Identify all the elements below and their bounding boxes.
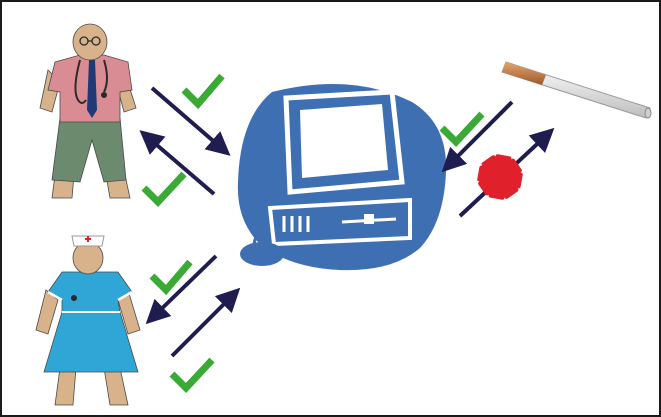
check-icon	[172, 360, 212, 388]
check-icon	[184, 76, 222, 104]
arrow-nurse-to-computer	[172, 292, 236, 356]
doctor-figure-icon	[40, 24, 136, 198]
arrow-computer-to-doctor	[144, 134, 214, 194]
desktop-computer-icon	[238, 84, 446, 270]
cigarette-icon	[502, 62, 651, 118]
nurse-figure-icon	[36, 236, 140, 405]
check-icon	[144, 174, 184, 202]
